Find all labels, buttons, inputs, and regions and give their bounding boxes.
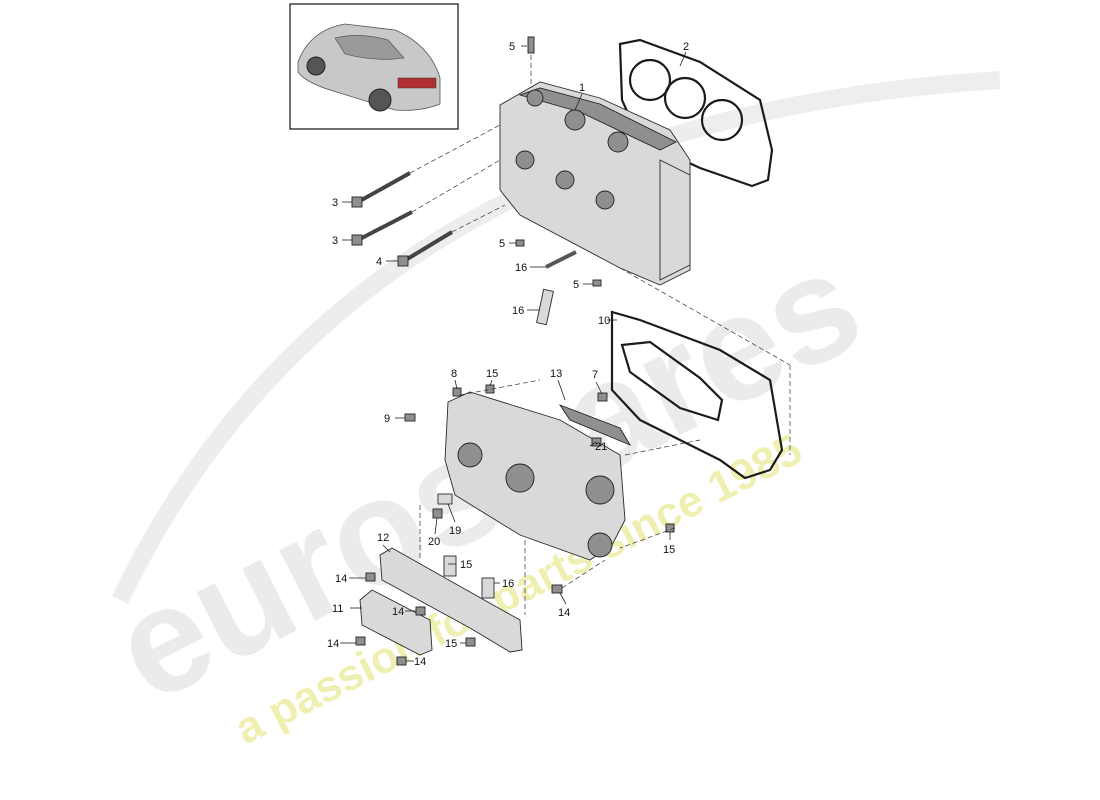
- car-taillight: [397, 77, 437, 89]
- callout-16: 15: [486, 368, 498, 380]
- cam-port-1: [526, 89, 544, 107]
- cam-port-3: [607, 131, 629, 153]
- sleeve-17: [536, 288, 554, 326]
- callout-5: 5: [499, 238, 505, 250]
- callout-12: 13: [550, 368, 562, 380]
- bolt-4-shank: [402, 230, 454, 263]
- valve-bore-2: [555, 170, 575, 190]
- valve-bore-3: [595, 190, 615, 210]
- housing-bore-4: [587, 532, 613, 558]
- bolt-5a: [527, 36, 535, 54]
- bolt-20: [432, 508, 443, 519]
- callout-8: 9: [384, 413, 390, 425]
- housing-bore-3: [585, 475, 615, 505]
- cover-gasket: [610, 310, 784, 480]
- valve-bore-1: [515, 150, 535, 170]
- bolt-14d: [396, 656, 407, 666]
- bolt-14e: [465, 637, 476, 647]
- callout-13: 14: [558, 607, 570, 619]
- callout-3: 3: [332, 235, 338, 247]
- bracket-15a: [443, 555, 457, 577]
- bolt-3a-head: [351, 196, 363, 208]
- car-rear-wheel: [368, 88, 392, 112]
- housing-bore-2: [505, 463, 535, 493]
- callout-1: 1: [579, 82, 585, 94]
- callout-18: 16: [515, 262, 527, 274]
- callout-14: 15: [445, 638, 457, 650]
- bolt-3b-head: [351, 234, 363, 246]
- callout-5: 5: [573, 279, 579, 291]
- callout-4: 4: [376, 256, 382, 268]
- callout-2: 2: [683, 41, 689, 53]
- bracket-19: [437, 493, 453, 505]
- leader-lines: [340, 45, 687, 662]
- assembly-lines: [409, 55, 791, 615]
- bolt-14a: [365, 572, 376, 582]
- callout-15: 15: [460, 559, 472, 571]
- bolt-7: [452, 387, 462, 397]
- car-roof: [334, 35, 405, 60]
- car-front-wheel: [306, 56, 326, 76]
- bolt-5c: [592, 279, 602, 287]
- callout-15: 16: [502, 578, 514, 590]
- bolt-14b: [415, 606, 426, 616]
- bolt-5b: [515, 239, 525, 247]
- pin-18: [545, 250, 577, 269]
- callout-17: 16: [512, 305, 524, 317]
- callout-6: 7: [592, 369, 598, 381]
- callout-14: 14: [335, 573, 347, 585]
- cam-housing-bracket: [558, 404, 632, 446]
- callout-20: 20: [428, 536, 440, 548]
- callout-11: 12: [377, 532, 389, 544]
- bolt-3b-shank: [357, 210, 413, 242]
- callout-21: 21: [595, 441, 607, 453]
- callout-3: 3: [332, 197, 338, 209]
- bolt-21: [591, 437, 602, 447]
- callout-16: 15: [663, 544, 675, 556]
- bolt-6: [597, 392, 608, 402]
- watermark-swoosh: [111, 71, 1001, 604]
- car-thumbnail: [289, 3, 459, 130]
- bolt-3a-shank: [357, 171, 411, 204]
- bracket-15b: [481, 577, 495, 599]
- callout-19: 19: [449, 525, 461, 537]
- callout-14: 14: [392, 606, 404, 618]
- callout-14: 14: [414, 656, 426, 668]
- callout-7: 8: [451, 368, 457, 380]
- callout-14: 14: [327, 638, 339, 650]
- cylinder-head: [499, 81, 691, 286]
- rail-10: [359, 589, 433, 656]
- bolt-14c: [355, 636, 366, 646]
- bolt-8: [404, 413, 416, 422]
- bolt-13: [551, 584, 563, 594]
- cam-housing: [444, 391, 632, 561]
- bolt-4-head: [397, 255, 409, 267]
- callout-10: 11: [332, 603, 343, 615]
- callouts: 5 1 2 3 3 4 5 16 5 16 10 8 15 13 7 9 21 …: [327, 41, 689, 668]
- rail-11: [379, 547, 523, 653]
- callout-5: 5: [509, 41, 515, 53]
- guide-rails: [359, 547, 523, 656]
- housing-bore-1: [457, 442, 483, 468]
- car-body: [297, 23, 441, 111]
- callout-9: 10: [598, 315, 610, 327]
- cam-port-2: [564, 109, 586, 131]
